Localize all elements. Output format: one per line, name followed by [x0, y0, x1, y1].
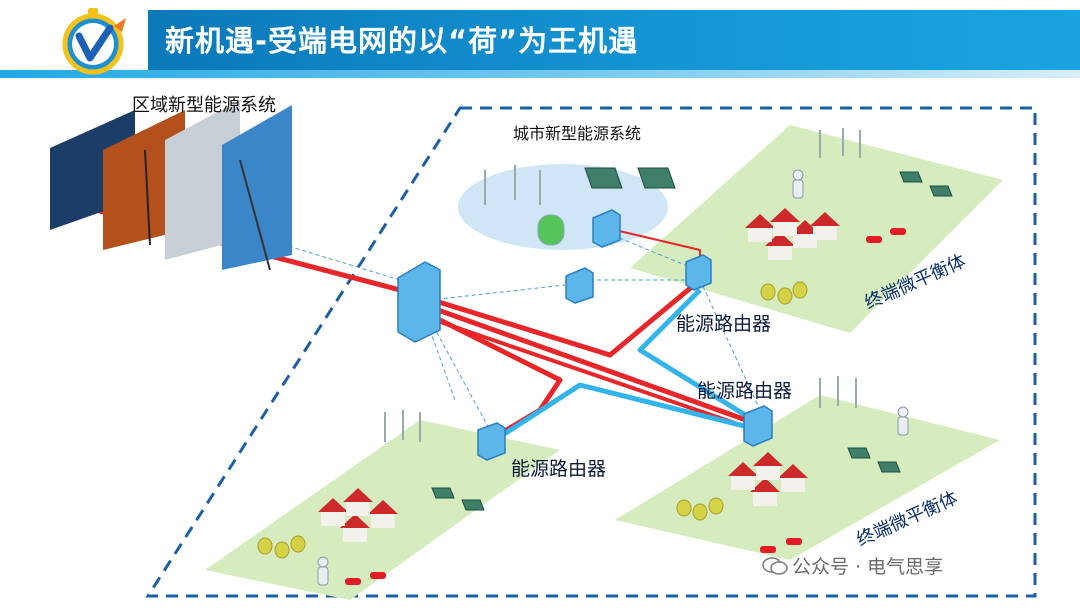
router-label-top: 能源路由器 — [676, 313, 772, 335]
routers — [397, 209, 773, 461]
title-bar — [148, 10, 1080, 70]
regional-energy-photos — [50, 100, 292, 271]
red-power-lines — [87, 205, 761, 443]
stopwatch-logo-icon — [62, 8, 126, 75]
page-title: 新机遇-受端电网的以“荷”为王机遇 — [165, 24, 639, 58]
router-label-right: 能源路由器 — [697, 380, 793, 402]
city-boundary-dashed — [145, 106, 1037, 598]
people — [317, 169, 909, 586]
watermark-text: 公众号 · 电气思享 — [792, 556, 944, 578]
regional-system-label: 区域新型能源系统 — [132, 95, 276, 116]
wechat-icon — [762, 557, 788, 575]
header: 新机遇-受端电网的以“荷”为王机遇 — [0, 0, 1080, 82]
watermark: 公众号 · 电气思享 — [762, 552, 943, 579]
electric-vehicles — [345, 228, 906, 585]
battery-storage — [537, 214, 565, 246]
wind-turbines — [384, 128, 861, 442]
house-clusters — [318, 208, 840, 542]
storage-units — [257, 281, 808, 559]
blue-power-lines — [493, 288, 761, 443]
title-accent-stripe — [0, 70, 1080, 78]
city-system-label: 城市新型能源系统 — [513, 124, 642, 143]
platform-bottom-right — [615, 395, 1000, 560]
solar-panels — [431, 167, 953, 511]
router-label-bottom: 能源路由器 — [511, 458, 607, 480]
